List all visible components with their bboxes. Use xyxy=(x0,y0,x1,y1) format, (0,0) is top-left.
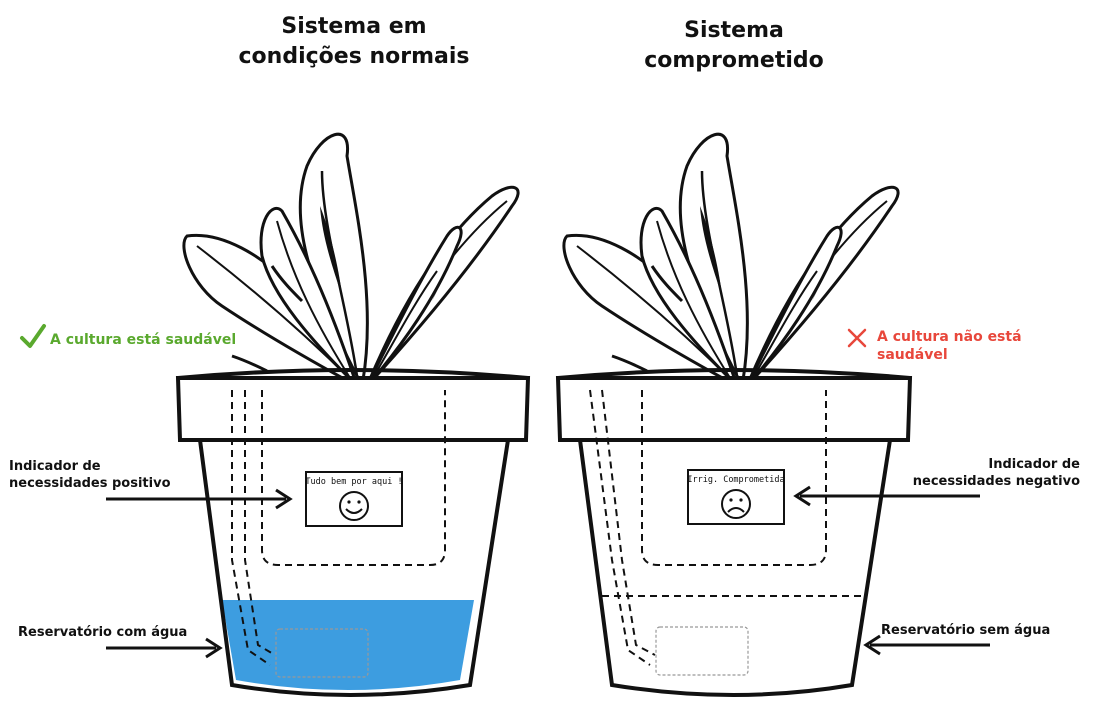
cross-mark-icon xyxy=(847,328,867,348)
title-normal-system: Sistema em condições normais xyxy=(204,12,504,72)
indicator-negative-text: Irrig. Comprometida xyxy=(687,475,784,485)
right-plant-illustration xyxy=(562,132,900,388)
title-compromised-system: Sistema comprometido xyxy=(584,16,884,76)
status-healthy-label: A cultura está saudável xyxy=(50,332,237,348)
label-reservoir-without-water: Reservatório sem água xyxy=(881,623,1051,638)
title-normal-line2: condições normais xyxy=(238,44,470,69)
indicator-positive-text: Tudo bem por aqui ! xyxy=(305,477,402,487)
label-indicator-positive: Indicador de necessidades positivo xyxy=(9,458,171,492)
label-indicator-negative-line1: Indicador de xyxy=(988,457,1080,472)
arrow-reservoir-without-water xyxy=(863,634,990,656)
left-pot: Tudo bem por aqui ! xyxy=(175,132,531,697)
sad-face-icon xyxy=(721,489,751,519)
label-indicator-negative: Indicador de necessidades negativo xyxy=(905,456,1080,490)
label-reservoir-with-water: Reservatório com água xyxy=(18,625,188,640)
negative-indicator-display: Irrig. Comprometida xyxy=(687,469,785,525)
title-compromised-line1: Sistema xyxy=(684,18,784,43)
label-indicator-positive-line2: necessidades positivo xyxy=(9,476,171,491)
arrow-reservoir-with-water xyxy=(106,637,223,659)
status-unhealthy-label: A cultura não está saudável xyxy=(877,329,1022,363)
water-fill xyxy=(222,600,474,690)
label-indicator-positive-line1: Indicador de xyxy=(9,459,101,474)
arrow-indicator-negative xyxy=(793,485,980,507)
positive-indicator-display: Tudo bem por aqui ! xyxy=(305,471,403,527)
smiley-face-icon xyxy=(339,491,369,521)
label-indicator-negative-line2: necessidades negativo xyxy=(912,474,1080,489)
title-compromised-line2: comprometido xyxy=(644,48,824,73)
check-mark-icon xyxy=(20,324,46,348)
arrow-indicator-positive xyxy=(106,488,293,510)
right-pot: Irrig. Comprometida xyxy=(555,132,913,697)
title-normal-line1: Sistema em xyxy=(281,14,427,39)
